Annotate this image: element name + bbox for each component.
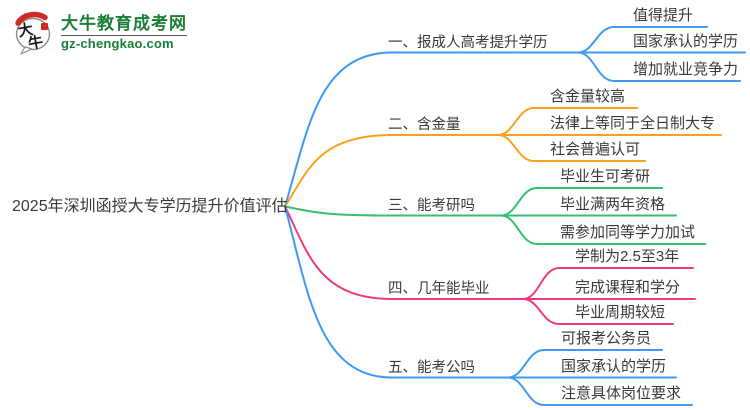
svg-text:大: 大	[17, 20, 35, 40]
sub-topic-label: 学制为2.5至3年	[575, 248, 680, 265]
brand-divider	[61, 35, 187, 36]
sub-branch-line	[507, 376, 693, 406]
sub-branch-line	[522, 267, 694, 300]
sub-topic-label: 国家承认的学历	[561, 357, 667, 375]
sub-topic-label: 完成课程和学分	[575, 279, 681, 296]
sub-branch-line	[500, 214, 706, 245]
sub-topic-label: 毕业满两年资格	[560, 195, 666, 213]
sub-branch-line	[522, 298, 674, 325]
sub-topic-label: 法律上等同于全日制大专	[550, 115, 716, 132]
branch-line	[284, 134, 499, 208]
branch-line	[284, 51, 579, 208]
sub-topic-label: 可报考公务员	[561, 330, 652, 347]
branch-line	[284, 205, 524, 300]
sub-topic-label: 国家承认的学历	[633, 32, 739, 50]
branch-label: 二、含金量	[388, 117, 461, 133]
sub-topic-label: 含金量较高	[550, 88, 626, 105]
daniu-bull-speech-bubble-icon: 大 牛	[15, 11, 51, 55]
branch-label: 一、报成人高考提升学历	[388, 34, 548, 51]
branch-line	[284, 205, 502, 217]
sub-branch-line	[577, 51, 741, 82]
sub-branch-line	[497, 134, 646, 162]
central-topic-node: 2025年深圳函授大专学历提升价值评估	[12, 198, 288, 215]
sub-topic-label: 注意具体岗位要求	[561, 385, 682, 402]
sub-topic-label: 需参加同等学力加试	[560, 224, 696, 241]
branch-label: 三、能考研吗	[388, 197, 475, 214]
svg-text:牛: 牛	[27, 33, 45, 53]
sub-topic-label: 毕业生可考研	[560, 168, 651, 185]
branch-label: 四、几年能毕业	[388, 281, 490, 297]
branch-line	[284, 205, 509, 379]
sub-topic-label: 值得提升	[633, 7, 694, 24]
sub-topic-label: 社会普遍认可	[550, 141, 641, 158]
sub-topic-label: 毕业周期较短	[575, 304, 666, 321]
branch-label: 五、能考公吗	[388, 359, 475, 376]
brand-name: 大牛教育成考网	[61, 14, 187, 33]
site-logo[interactable]: 大 牛 大牛教育成考网 gz-chengkao.com	[14, 10, 187, 55]
brand-site-url: gz-chengkao.com	[61, 36, 174, 51]
sub-topic-label: 增加就业竞争力	[633, 61, 739, 78]
